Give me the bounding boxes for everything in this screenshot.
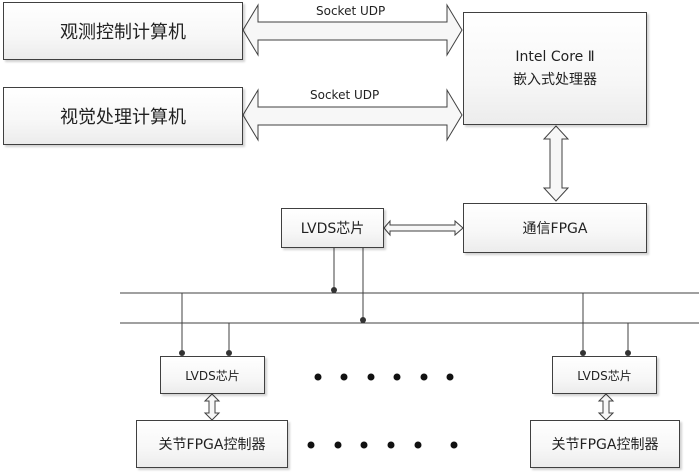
- lvds-chip-left-label: LVDS芯片: [185, 368, 240, 383]
- lvds-fpga-arrow: [383, 219, 464, 237]
- comm-fpga: 通信FPGA: [463, 203, 647, 253]
- cpu-fpga-arrow: [542, 125, 570, 202]
- udp-arrow-2: [242, 88, 463, 142]
- intel-core-processor: Intel Core Ⅱ 嵌入式处理器: [463, 12, 647, 125]
- lvds-chip-top: LVDS芯片: [281, 208, 384, 248]
- lvds-chip-top-label: LVDS芯片: [300, 221, 365, 237]
- ellipsis-row-1: [314, 373, 454, 381]
- joint-fpga-controller-left: 关节FPGA控制器: [136, 420, 288, 468]
- lvds-chip-left: LVDS芯片: [160, 356, 265, 394]
- cpu-label-line1: Intel Core Ⅱ: [515, 48, 595, 65]
- observe-control-computer-label: 观测控制计算机: [60, 22, 186, 43]
- joint-fpga-controller-right: 关节FPGA控制器: [530, 420, 680, 468]
- vision-processing-computer: 视觉处理计算机: [3, 87, 243, 145]
- vision-processing-computer-label: 视觉处理计算机: [60, 107, 186, 128]
- ellipsis-row-2: [307, 441, 458, 449]
- udp-label-1: Socket UDP: [316, 4, 386, 18]
- lvds-joint-arrow-right: [597, 393, 615, 421]
- observe-control-computer: 观测控制计算机: [3, 2, 243, 60]
- joint-fpga-right-label: 关节FPGA控制器: [551, 437, 659, 453]
- lvds-chip-right-label: LVDS芯片: [577, 368, 632, 383]
- joint-fpga-left-label: 关节FPGA控制器: [158, 437, 266, 453]
- udp-label-2: Socket UDP: [310, 88, 380, 102]
- junction-dot: [331, 287, 337, 293]
- lvds-chip-right: LVDS芯片: [552, 356, 657, 394]
- cpu-label-line2: 嵌入式处理器: [513, 71, 597, 88]
- udp-arrow-1: [242, 3, 463, 57]
- lvds-joint-arrow-left: [203, 393, 221, 421]
- junction-dot: [360, 317, 366, 323]
- comm-fpga-label: 通信FPGA: [522, 221, 588, 237]
